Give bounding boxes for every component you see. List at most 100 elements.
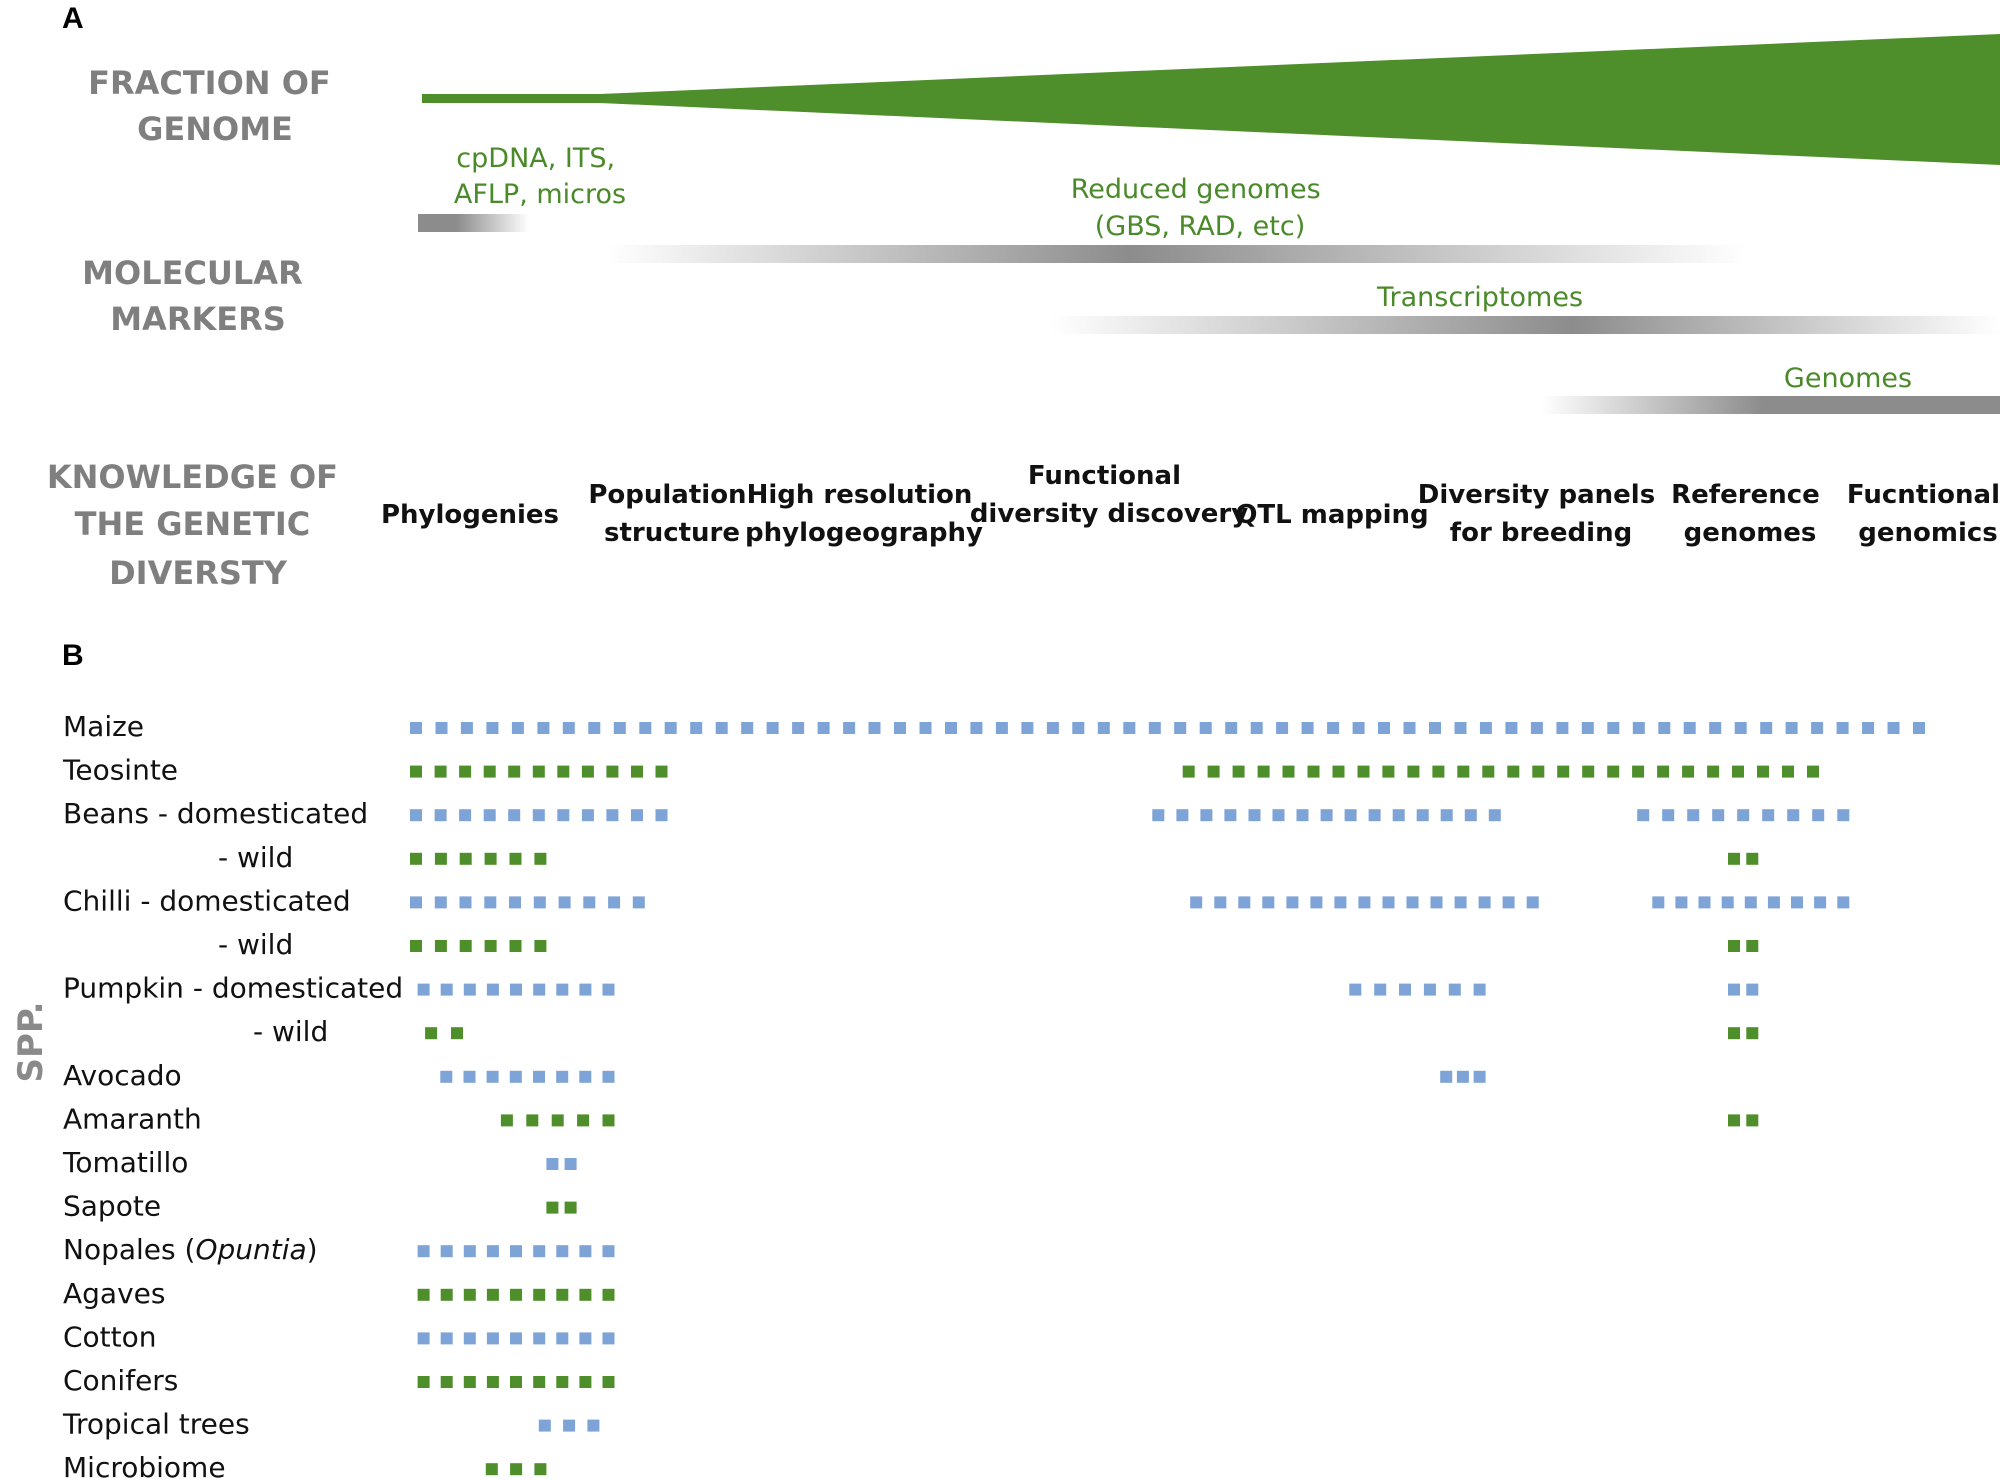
dot-beans-dom-2-5 <box>1762 809 1775 822</box>
species-label-teosinte: Teosinte <box>62 754 178 787</box>
dot-cotton-0-5 <box>533 1332 546 1345</box>
dot-avocado-1-0 <box>1440 1070 1453 1083</box>
dot-chilli-dom-0-3 <box>484 896 497 909</box>
dot-tropical-trees-0-2 <box>587 1419 600 1432</box>
dot-cotton-0-4 <box>510 1332 522 1345</box>
dot-chilli-dom-2-3 <box>1721 896 1734 909</box>
dot-chilli-dom-1-9 <box>1406 896 1419 909</box>
species-label-amaranth: Amaranth <box>63 1102 202 1135</box>
dot-chilli-wild-0-1 <box>434 940 447 952</box>
species-row-avocado: Avocado <box>63 1059 1486 1092</box>
dot-maize-0-19 <box>894 722 906 734</box>
dot-chilli-dom-1-0 <box>1190 896 1203 909</box>
dot-maize-0-58 <box>1887 722 1900 734</box>
dot-teosinte-1-14 <box>1532 765 1545 778</box>
dot-teosinte-0-1 <box>434 765 447 778</box>
dot-maize-0-31 <box>1199 722 1212 734</box>
dot-beans-wild-0-5 <box>534 852 547 865</box>
dot-maize-0-29 <box>1148 722 1161 734</box>
dot-beans-dom-2-0 <box>1637 809 1650 822</box>
dot-avocado-0-3 <box>509 1070 522 1083</box>
species-row-teosinte: Teosinte <box>62 754 1819 787</box>
dot-beans-dom-1-0 <box>1152 809 1165 822</box>
dot-conifers-0-1 <box>440 1376 453 1388</box>
dot-teosinte-0-8 <box>606 765 619 778</box>
dot-maize-0-18 <box>868 722 881 734</box>
dot-maize-0-22 <box>970 722 983 734</box>
species-label-tropical-trees: Tropical trees <box>62 1408 250 1441</box>
dot-maize-0-50 <box>1683 722 1696 734</box>
dot-pumpkin-dom-1-2 <box>1399 983 1411 996</box>
marker-bar-reduced <box>607 245 1747 263</box>
dot-maize-0-11 <box>690 722 703 734</box>
dot-agaves-0-8 <box>602 1288 615 1301</box>
dot-chilli-dom-1-13 <box>1502 896 1515 909</box>
dot-maize-0-37 <box>1352 722 1365 734</box>
dot-maize-0-23 <box>995 722 1008 734</box>
dot-agaves-0-2 <box>463 1288 476 1301</box>
dot-teosinte-1-13 <box>1507 765 1520 778</box>
dot-pumpkin-dom-1-1 <box>1374 983 1387 996</box>
dot-pumpkin-wild-1-1 <box>1746 1027 1759 1040</box>
dot-conifers-0-5 <box>533 1376 546 1388</box>
dot-chilli-dom-2-5 <box>1767 896 1780 909</box>
dot-tropical-trees-0-1 <box>563 1419 576 1432</box>
dot-beans-dom-1-1 <box>1176 809 1189 822</box>
panel-a: A FRACTION OF GENOME MOLECULAR MARKERS c… <box>47 2 2000 592</box>
species-label-cotton: Cotton <box>63 1320 157 1353</box>
dot-avocado-0-7 <box>602 1070 615 1083</box>
dot-microbiome-0-0 <box>485 1463 498 1476</box>
species-row-chilli-wild: - wild <box>218 928 1759 961</box>
dot-chilli-wild-0-4 <box>509 940 522 952</box>
dot-agaves-0-3 <box>486 1288 499 1301</box>
dot-beans-dom-1-7 <box>1320 809 1333 822</box>
species-row-cotton: Cotton <box>63 1320 615 1353</box>
dot-chilli-dom-0-0 <box>410 896 422 909</box>
dot-maize-0-30 <box>1174 722 1187 734</box>
dot-beans-dom-0-5 <box>532 809 545 822</box>
species-label-tomatillo: Tomatillo <box>62 1146 188 1179</box>
dot-beans-dom-1-5 <box>1272 809 1285 822</box>
dot-chilli-dom-1-12 <box>1478 896 1491 909</box>
dot-chilli-dom-1-1 <box>1214 896 1227 909</box>
dot-teosinte-0-4 <box>508 765 521 778</box>
dot-chilli-dom-0-8 <box>608 896 621 909</box>
dot-beans-dom-2-1 <box>1662 809 1675 822</box>
dot-maize-0-59 <box>1913 722 1925 734</box>
panel-a-label: A <box>62 2 84 35</box>
dot-beans-wild-0-2 <box>459 852 472 865</box>
dot-maize-0-36 <box>1327 722 1340 734</box>
dot-teosinte-1-12 <box>1482 765 1495 778</box>
dot-chilli-dom-0-1 <box>434 896 447 909</box>
dot-chilli-dom-1-2 <box>1238 896 1251 909</box>
dot-nopales-0-2 <box>463 1245 476 1258</box>
dot-teosinte-1-22 <box>1732 765 1744 778</box>
dot-chilli-dom-2-4 <box>1744 896 1757 909</box>
dot-maize-0-55 <box>1811 722 1824 734</box>
dot-beans-wild-0-0 <box>410 852 422 865</box>
species-row-pumpkin-wild: - wild <box>253 1015 1759 1048</box>
dot-teosinte-1-4 <box>1282 765 1295 778</box>
dot-cotton-0-2 <box>463 1332 476 1345</box>
dot-chilli-wild-1-1 <box>1746 940 1759 952</box>
dot-maize-0-16 <box>817 722 830 734</box>
stage-labels: Phylogenies Population structure High re… <box>381 461 2000 548</box>
species-label-conifers: Conifers <box>63 1364 178 1397</box>
dot-maize-0-43 <box>1505 722 1518 734</box>
dot-beans-dom-1-11 <box>1416 809 1429 822</box>
species-label-beans-dom: Beans - domesticated <box>63 797 368 830</box>
dot-maize-0-32 <box>1225 722 1238 734</box>
dot-chilli-dom-0-7 <box>583 896 596 909</box>
dot-teosinte-1-0 <box>1182 765 1195 778</box>
spp-axis-label: SPP. <box>11 1002 51 1083</box>
dot-teosinte-1-6 <box>1332 765 1345 778</box>
dot-avocado-0-4 <box>533 1070 545 1083</box>
dot-teosinte-1-5 <box>1307 765 1320 778</box>
dot-pumpkin-dom-0-4 <box>510 983 522 996</box>
dot-amaranth-1-0 <box>1728 1114 1740 1127</box>
dot-agaves-0-7 <box>579 1288 592 1301</box>
dot-agaves-0-5 <box>533 1288 546 1301</box>
dot-beans-wild-1-0 <box>1728 852 1740 865</box>
stage-label-functional-genomics: Fucntional genomics <box>1847 480 2000 548</box>
dot-tomatillo-0-0 <box>546 1158 559 1170</box>
